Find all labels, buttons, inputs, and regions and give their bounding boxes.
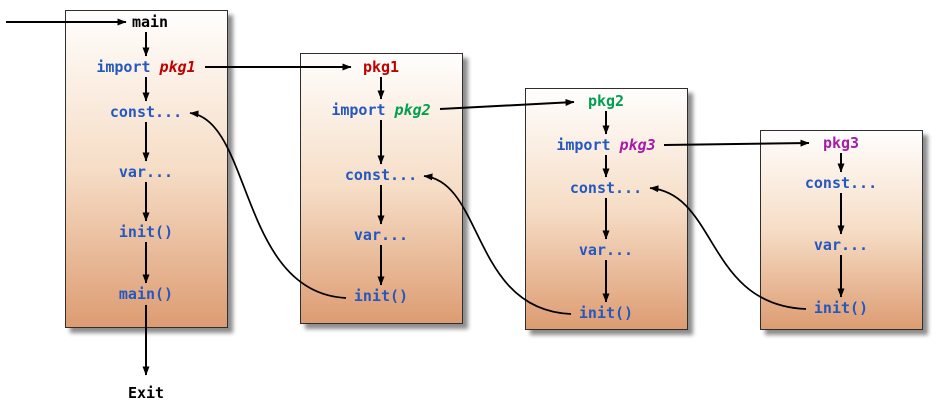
pkg2-init-line: init() [578, 303, 634, 322]
main-init-line: init() [118, 222, 174, 241]
pkg2-box-title: pkg2 [587, 91, 625, 110]
pkg2-var-line: var... [578, 240, 634, 259]
imported-package-name: pkg2 [394, 100, 431, 119]
pkg3-box-title: pkg3 [822, 133, 860, 152]
pkg1-var-line: var... [353, 225, 409, 244]
imported-package-name: pkg1 [159, 57, 196, 76]
pkg3-init-line: init() [813, 298, 869, 317]
pkg2-const-line: const... [569, 178, 643, 197]
import-keyword: import [96, 57, 151, 76]
import-keyword: import [331, 100, 386, 119]
pkg3-var-line: var... [813, 235, 869, 254]
box-pkg1 [300, 53, 463, 324]
main-call-line: main() [118, 284, 174, 303]
main-import-statement: import pkg1 [96, 59, 195, 76]
exit-label: Exit [127, 383, 165, 402]
box-pkg2 [525, 88, 688, 330]
pkg1-import-statement: import pkg2 [331, 102, 430, 119]
pkg1-const-line: const... [344, 165, 418, 184]
imported-package-name: pkg3 [619, 135, 656, 154]
import-keyword: import [556, 135, 611, 154]
main-box-title: main [131, 12, 169, 31]
pkg3-const-line: const... [804, 173, 878, 192]
pkg2-import-statement: import pkg3 [556, 137, 655, 154]
pkg1-box-title: pkg1 [362, 57, 400, 76]
main-var-line: var... [118, 162, 174, 181]
pkg1-init-line: init() [353, 286, 409, 305]
main-const-line: const... [109, 102, 183, 121]
